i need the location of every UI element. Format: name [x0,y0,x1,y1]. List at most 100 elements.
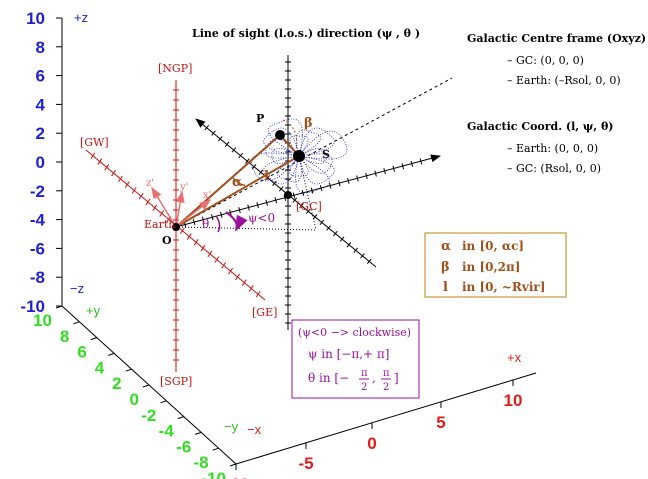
angles-theta-den-1: 2 [361,382,367,393]
sgp-label: [SGP] [160,375,192,388]
gc-axis-tick [278,186,284,192]
range-alpha-text: in [0, αc] [462,239,524,253]
y-prime-label: y' [179,182,188,193]
x-tick-label: 5 [436,413,445,432]
x-axis-line [235,372,537,465]
x-tick-label: -5 [298,454,313,473]
gw-axis-tick [124,181,130,188]
y-axis-bottom-label: −y [224,419,239,434]
z-tick-label: 6 [36,67,45,86]
gc-axis-tick [211,214,214,221]
x-axis-left-label: −x [247,422,262,437]
earth-to-s-line [175,155,300,228]
halo-loop [271,147,300,165]
gc-frame-heading: Galactic Centre frame (Oxyz) [467,32,646,45]
beta-label: β [304,116,313,131]
range-beta-symbol: β [441,260,450,275]
z-tick-label: -8 [30,268,45,287]
z-prime-arrow [151,186,177,228]
gw-axis-tick [241,279,247,286]
angles-theta-prefix: θ in [− [308,371,349,385]
z-tick-label: 8 [36,38,45,57]
y-tick-label: 0 [130,390,139,409]
gal-coord-line-2: – GC: (Rsol, 0, 0) [507,162,601,175]
theta-label: θ [202,217,209,231]
gc-axis-tick [211,130,216,136]
gc-axis-tick [238,152,243,159]
angles-theta-num-1: π [361,368,368,379]
gc-axis-tick [231,147,237,153]
gc-x-axis-arrow [175,154,441,228]
gc-axis-tick [220,211,223,218]
x-tick-label: 10 [231,475,250,479]
y-tick [212,447,219,451]
theta-projection-dotted [298,156,317,231]
gc-axis-tick [383,168,386,175]
gc-axis-tick [326,225,331,231]
y-tick-label: 4 [95,358,105,377]
gc-axis-tick [272,180,277,186]
angles-note: (ψ<0 −> clockwise) [298,326,411,339]
earth-point [172,223,180,231]
y-axis-top-label: +y [86,303,101,318]
gc-axis-tick [204,124,210,131]
beta-arc [282,119,298,151]
z-tick-label: -10 [20,297,45,316]
theta-arc [215,215,221,233]
gw-axis-tick [152,204,158,211]
z-tick-label: -4 [30,211,46,230]
gw-axis-tick [111,169,116,177]
gc-frame-line-1: – GC: (0, 0, 0) [507,54,584,67]
ranges-box [424,232,567,298]
gc-axis-tick [338,180,341,187]
gc-axis-tick [312,214,318,220]
point-s [293,150,305,162]
psi-arc [225,211,248,232]
gw-axis-tick [90,152,96,160]
y-tick-label: -2 [141,406,156,425]
gw-axis-tick [145,198,151,206]
gw-axis-tick [179,227,185,235]
earth-label: Earth [144,218,175,231]
halo-loop [298,147,327,165]
y-tick [229,463,237,467]
gw-axis-tick [104,164,110,171]
halo-loop [298,155,335,185]
ngp-label: [NGP] [158,62,192,75]
point-p [275,130,285,140]
gc-axis-tick [301,189,305,197]
earth-to-p-line [175,134,281,228]
z-tick-label: 2 [36,124,45,143]
angles-box [291,319,420,399]
gc-axis-tick [346,242,352,248]
gc-axis-ticks [183,61,423,324]
gw-axis-tick [228,267,233,275]
gc-axis-tick [224,141,230,147]
gc-axis-tick [410,160,414,167]
gw-axis-tick [193,239,199,246]
gal-coord-line-1: – Earth: (0, 0, 0) [507,142,598,155]
gc-axis-tick [310,187,314,194]
gc-axis-tick [274,197,278,204]
gc-axis-tick [353,247,358,253]
gw-axis-tick [118,175,123,183]
z-prime-label: z' [146,178,154,189]
gw-axis-tick [221,262,227,269]
origin-label: O [162,234,172,247]
y-tick [177,416,184,420]
gc-axis-tick [299,203,304,209]
y-tick [160,400,167,404]
gc-axis-tick [256,202,259,209]
halo-loop [289,155,309,177]
y-tick-label: -6 [176,437,191,456]
halo-loop [298,130,348,160]
halo-loop [263,127,300,157]
y-tick-label: -10 [201,469,226,479]
gc-axis-tick [247,204,250,211]
x-axis-right-label: +x [507,350,522,365]
angles-theta-close: ] [394,371,399,385]
angles-theta-num-2: π [383,368,390,379]
z-axis-bottom-label: −z [70,281,84,296]
